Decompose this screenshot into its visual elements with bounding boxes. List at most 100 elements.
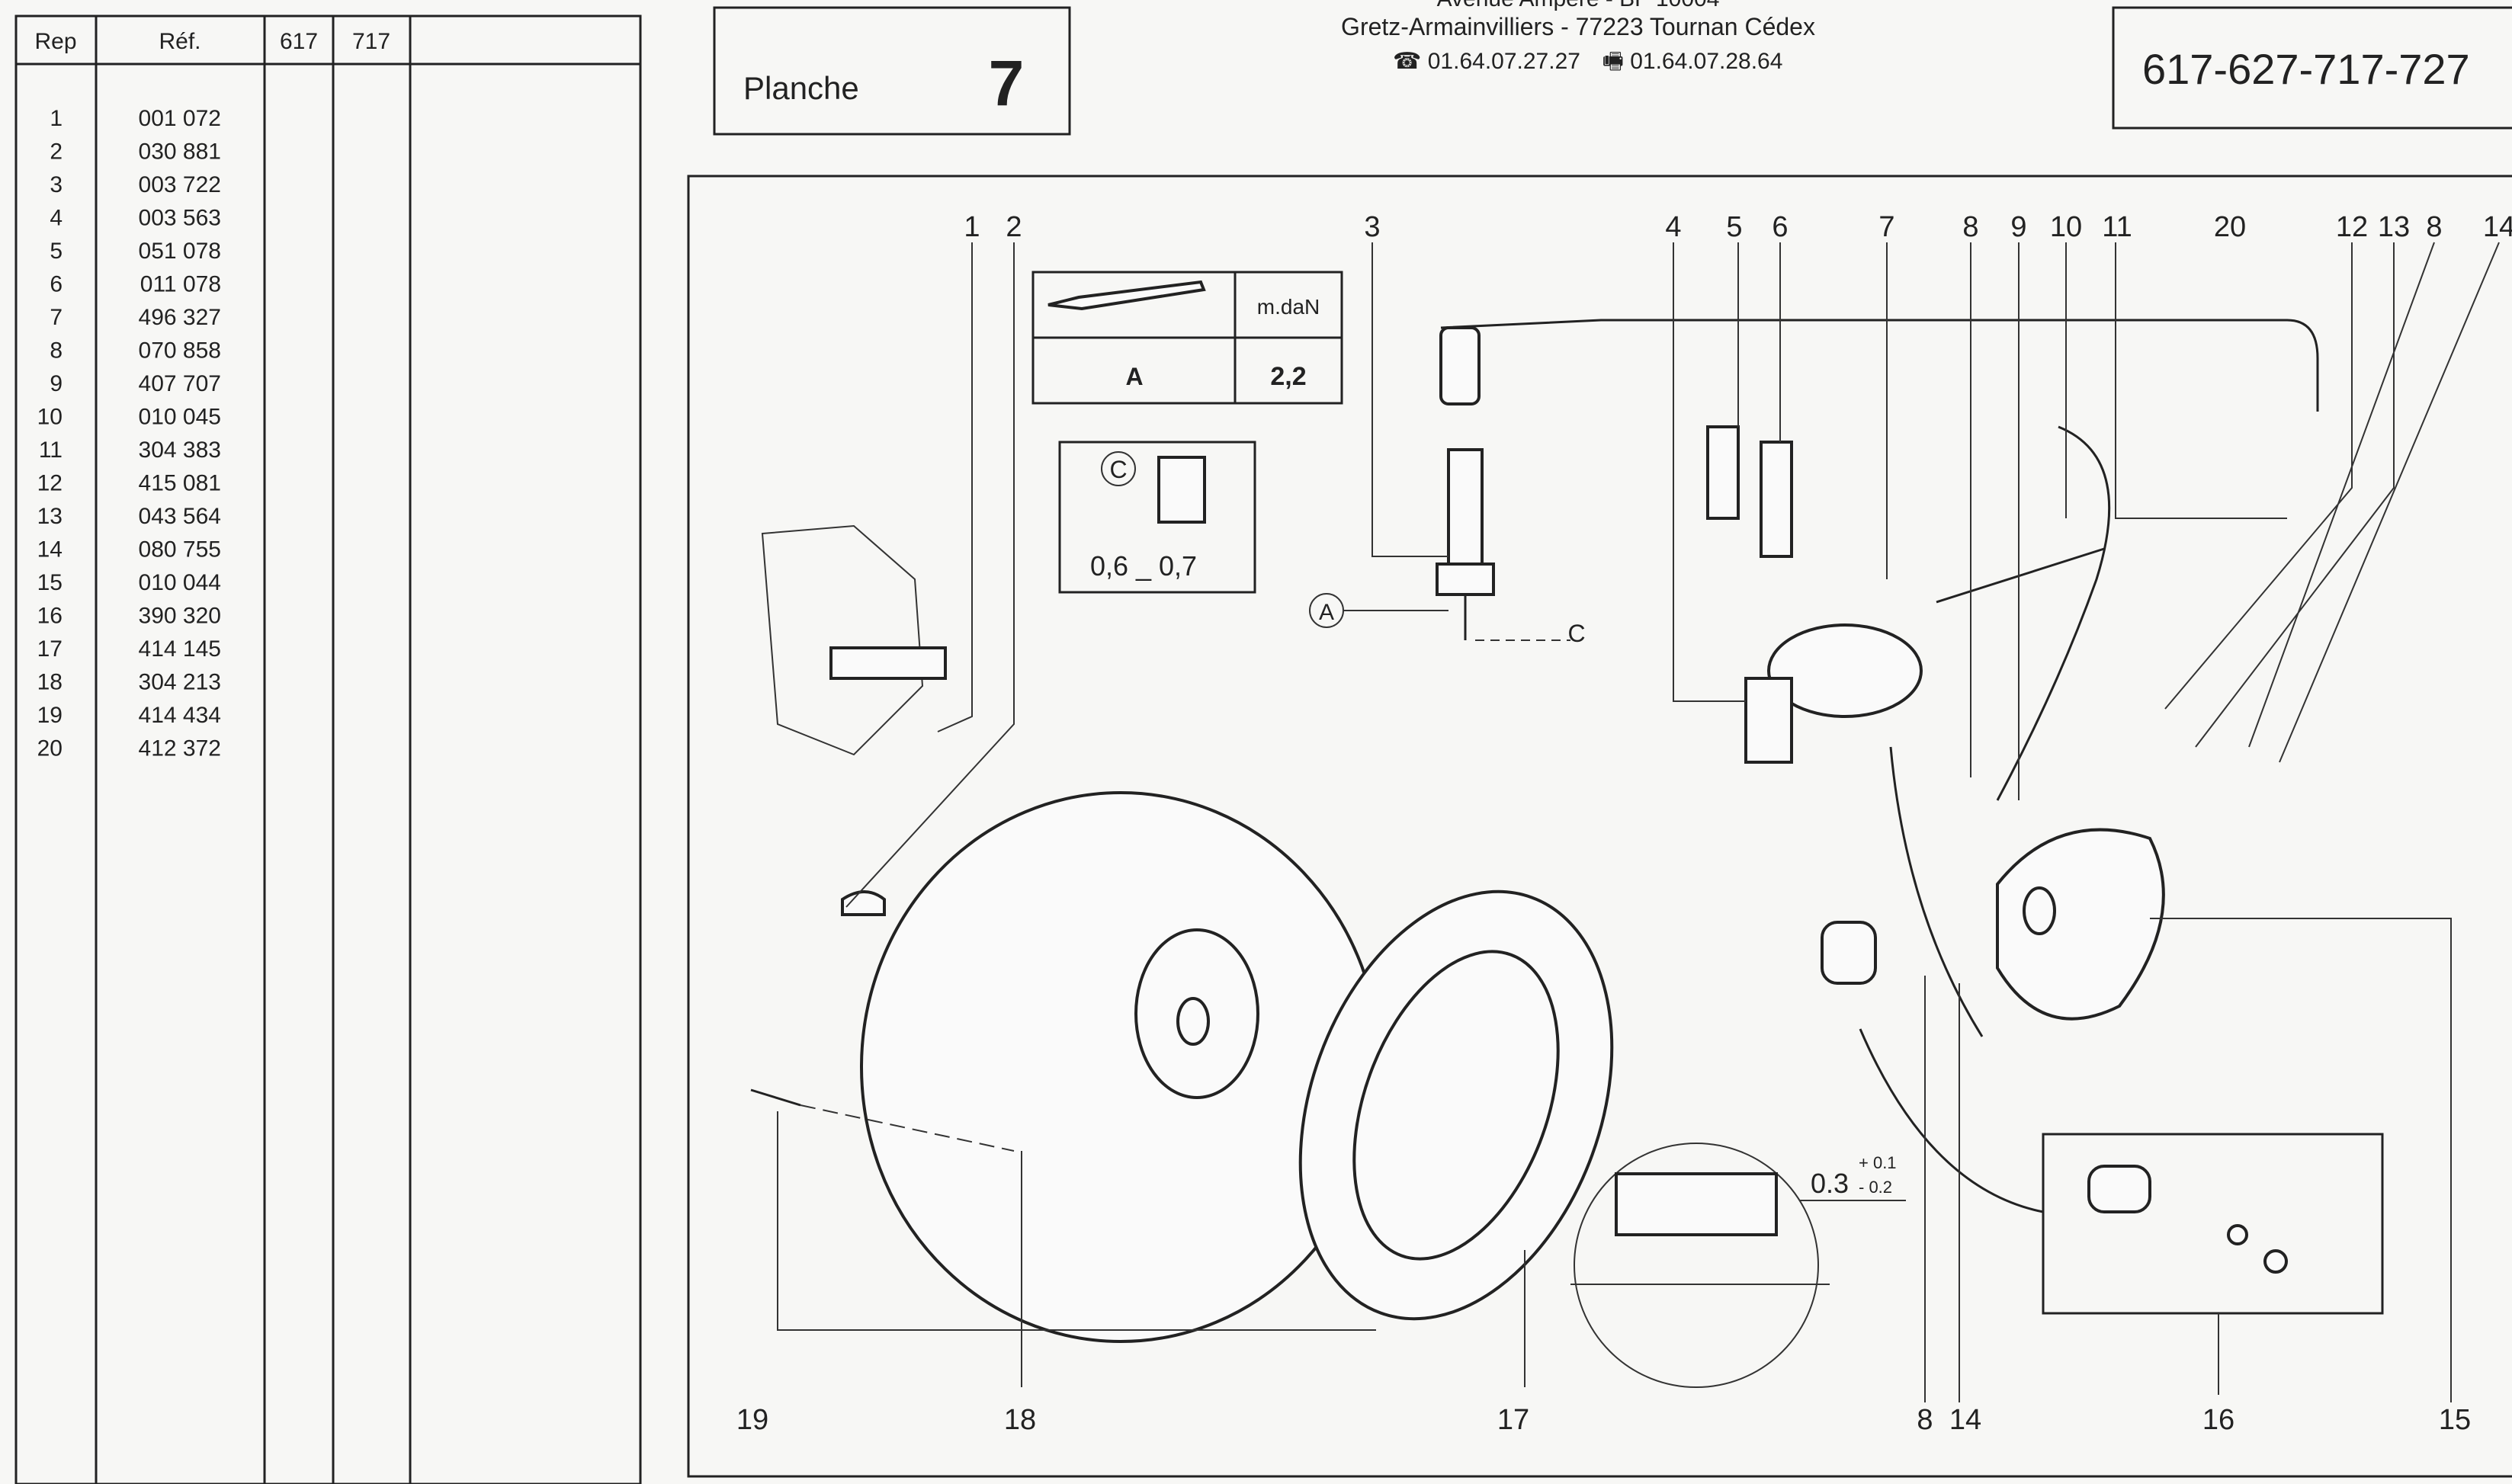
marker-a: A bbox=[1319, 600, 1334, 625]
callout-number: 20 bbox=[2214, 211, 2246, 243]
row-ref: 414 434 bbox=[139, 703, 221, 728]
row-rep: 18 bbox=[37, 670, 63, 695]
callout-number: 13 bbox=[2378, 211, 2410, 243]
woodruff-key-icon bbox=[841, 890, 886, 916]
callout-number: 16 bbox=[2202, 1404, 2234, 1436]
cover-icon bbox=[1996, 828, 2165, 1021]
model-numbers: 617-627-717-727 bbox=[2142, 45, 2470, 93]
callout-number: 6 bbox=[1772, 211, 1788, 243]
address-line1: Avenue Ampère - BP 10004 bbox=[1437, 0, 1720, 11]
row-rep: 10 bbox=[37, 405, 63, 430]
row-ref: 010 044 bbox=[139, 570, 221, 595]
row-ref: 001 072 bbox=[139, 106, 221, 131]
torque-wrench-icon bbox=[1047, 280, 1206, 311]
plug-cap-icon bbox=[1439, 326, 1481, 405]
row-ref: 010 045 bbox=[139, 405, 221, 430]
gap-key: C bbox=[1109, 456, 1127, 483]
phone: ☎ 01.64.07.27.27 bbox=[1393, 49, 1580, 74]
row-rep: 5 bbox=[50, 239, 63, 264]
row-ref: 414 145 bbox=[139, 636, 221, 662]
marker-c: C bbox=[1567, 620, 1585, 647]
row-rep: 3 bbox=[50, 172, 63, 197]
breaker-detail bbox=[1574, 1143, 1819, 1388]
callout-number: 11 bbox=[2102, 211, 2132, 243]
callout-number: 12 bbox=[2336, 211, 2368, 243]
row-rep: 12 bbox=[37, 471, 63, 496]
address-line2: Gretz-Armainvilliers - 77223 Tournan Céd… bbox=[1341, 13, 1815, 40]
row-rep: 19 bbox=[37, 703, 63, 728]
callout-number: 8 bbox=[1917, 1404, 1933, 1436]
callout-number: 7 bbox=[1878, 211, 1894, 243]
row-ref: 407 707 bbox=[139, 371, 221, 396]
row-rep: 8 bbox=[50, 338, 63, 364]
callout-number: 15 bbox=[2439, 1404, 2471, 1436]
row-ref: 080 755 bbox=[139, 537, 221, 563]
row-rep: 20 bbox=[37, 736, 63, 761]
callout-number: 4 bbox=[1665, 211, 1681, 243]
row-ref: 070 858 bbox=[139, 338, 221, 364]
header-rep: Rep bbox=[34, 29, 76, 54]
row-rep: 17 bbox=[37, 636, 63, 662]
engine-crankcase-icon bbox=[761, 524, 924, 756]
spark-gap-box: C 0,6 _ 0,7 bbox=[1058, 441, 1256, 594]
callout-number: 8 bbox=[1962, 211, 1978, 243]
callout-number: 14 bbox=[2483, 211, 2512, 243]
planche-number: 7 bbox=[989, 47, 1025, 119]
row-rep: 2 bbox=[50, 139, 63, 165]
clip-6-icon bbox=[1760, 441, 1793, 558]
spark-plug-tip-icon bbox=[1157, 456, 1206, 524]
tolerance-minus: - 0.2 bbox=[1859, 1178, 1892, 1197]
row-ref: 011 078 bbox=[140, 272, 221, 297]
exploded-diagram: m.daN A 2,2 C 0,6 _ 0,7 A C bbox=[687, 175, 2512, 1478]
row-ref: 304 383 bbox=[139, 438, 221, 463]
row-rep: 1 bbox=[50, 106, 63, 131]
callout-number: 1 bbox=[964, 211, 980, 243]
planche-box: Planche 7 bbox=[713, 6, 1071, 136]
row-ref: 003 722 bbox=[139, 172, 221, 197]
callout-number: 19 bbox=[736, 1404, 768, 1436]
callout-number: 9 bbox=[2010, 211, 2026, 243]
row-ref: 496 327 bbox=[139, 305, 221, 330]
row-rep: 6 bbox=[50, 272, 63, 297]
torque-value: 2,2 bbox=[1270, 362, 1306, 391]
parts-table: Rep Réf. 6 17 717 1 001 072 2 030 881 3 003 72… bbox=[14, 14, 642, 1484]
header-717: 717 bbox=[352, 29, 390, 54]
row-rep: 14 bbox=[37, 537, 63, 563]
callout-number: 10 bbox=[2050, 211, 2082, 243]
callout-number: 18 bbox=[1004, 1404, 1036, 1436]
condenser-inset bbox=[2042, 1133, 2384, 1315]
callout-number: 3 bbox=[1364, 211, 1380, 243]
callout-number: 17 bbox=[1497, 1404, 1529, 1436]
row-rep: 11 bbox=[39, 438, 63, 463]
row-ref: 003 563 bbox=[139, 206, 221, 231]
callout-number: 14 bbox=[1949, 1404, 1981, 1436]
row-ref: 304 213 bbox=[139, 670, 221, 695]
flywheel-icon bbox=[860, 791, 1381, 1343]
model-box: 617-627-717-727 bbox=[2112, 6, 2512, 130]
fax: 🖷 01.64.07.28.64 bbox=[1602, 49, 1783, 74]
row-ref: 030 881 bbox=[139, 139, 221, 165]
ignition-coil-icon bbox=[1767, 623, 1923, 718]
torque-table: m.daN A 2,2 bbox=[1031, 271, 1343, 405]
clip-5-icon bbox=[1706, 425, 1740, 520]
row-ref: 043 564 bbox=[139, 504, 221, 529]
tolerance-base: 0.3 bbox=[1811, 1168, 1849, 1199]
callout-number: 5 bbox=[1726, 211, 1742, 243]
spark-plug-icon bbox=[1447, 448, 1484, 566]
planche-label: Planche bbox=[743, 70, 859, 106]
tolerance-plus: + 0.1 bbox=[1859, 1153, 1897, 1172]
header-ref: Réf. bbox=[159, 29, 201, 54]
row-rep: 4 bbox=[50, 206, 63, 231]
callout-number: 8 bbox=[2426, 211, 2442, 243]
row-rep: 15 bbox=[37, 570, 63, 595]
torque-key: A bbox=[1125, 363, 1143, 390]
row-ref: 390 320 bbox=[139, 604, 221, 629]
address-block: Avenue Ampère - BP 10004 Gretz-Armainvil… bbox=[1341, 0, 1815, 74]
row-rep: 7 bbox=[50, 305, 63, 330]
row-ref: 415 081 bbox=[139, 471, 221, 496]
callout-number: 2 bbox=[1006, 211, 1022, 243]
gap-value: 0,6 _ 0,7 bbox=[1090, 550, 1197, 582]
row-rep: 9 bbox=[50, 371, 63, 396]
condenser-icon bbox=[1821, 921, 1877, 985]
